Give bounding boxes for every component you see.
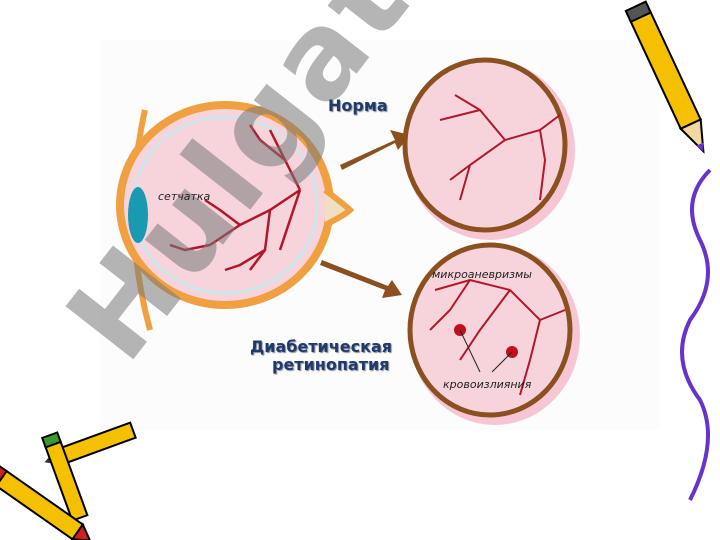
label-diabetic-line1: Диабетическая xyxy=(250,337,393,356)
normal-fundus xyxy=(402,57,575,240)
diabetic-fundus xyxy=(407,242,580,425)
decorative-squiggle xyxy=(680,168,712,501)
arrows xyxy=(320,130,410,298)
eyeball-illustration xyxy=(116,101,355,331)
retina-vessels xyxy=(169,124,302,272)
label-microaneurysms: микроаневризмы xyxy=(432,268,532,281)
label-hemorrhages: кровоизлияния xyxy=(443,378,532,391)
label-normal: Норма xyxy=(328,96,388,115)
label-diabetic-line2: ретинопатия xyxy=(272,355,390,374)
pencil-icon xyxy=(624,0,705,154)
lens-shape xyxy=(128,187,148,243)
crayons-icon xyxy=(0,421,137,540)
label-retina: сетчатка xyxy=(158,190,211,203)
